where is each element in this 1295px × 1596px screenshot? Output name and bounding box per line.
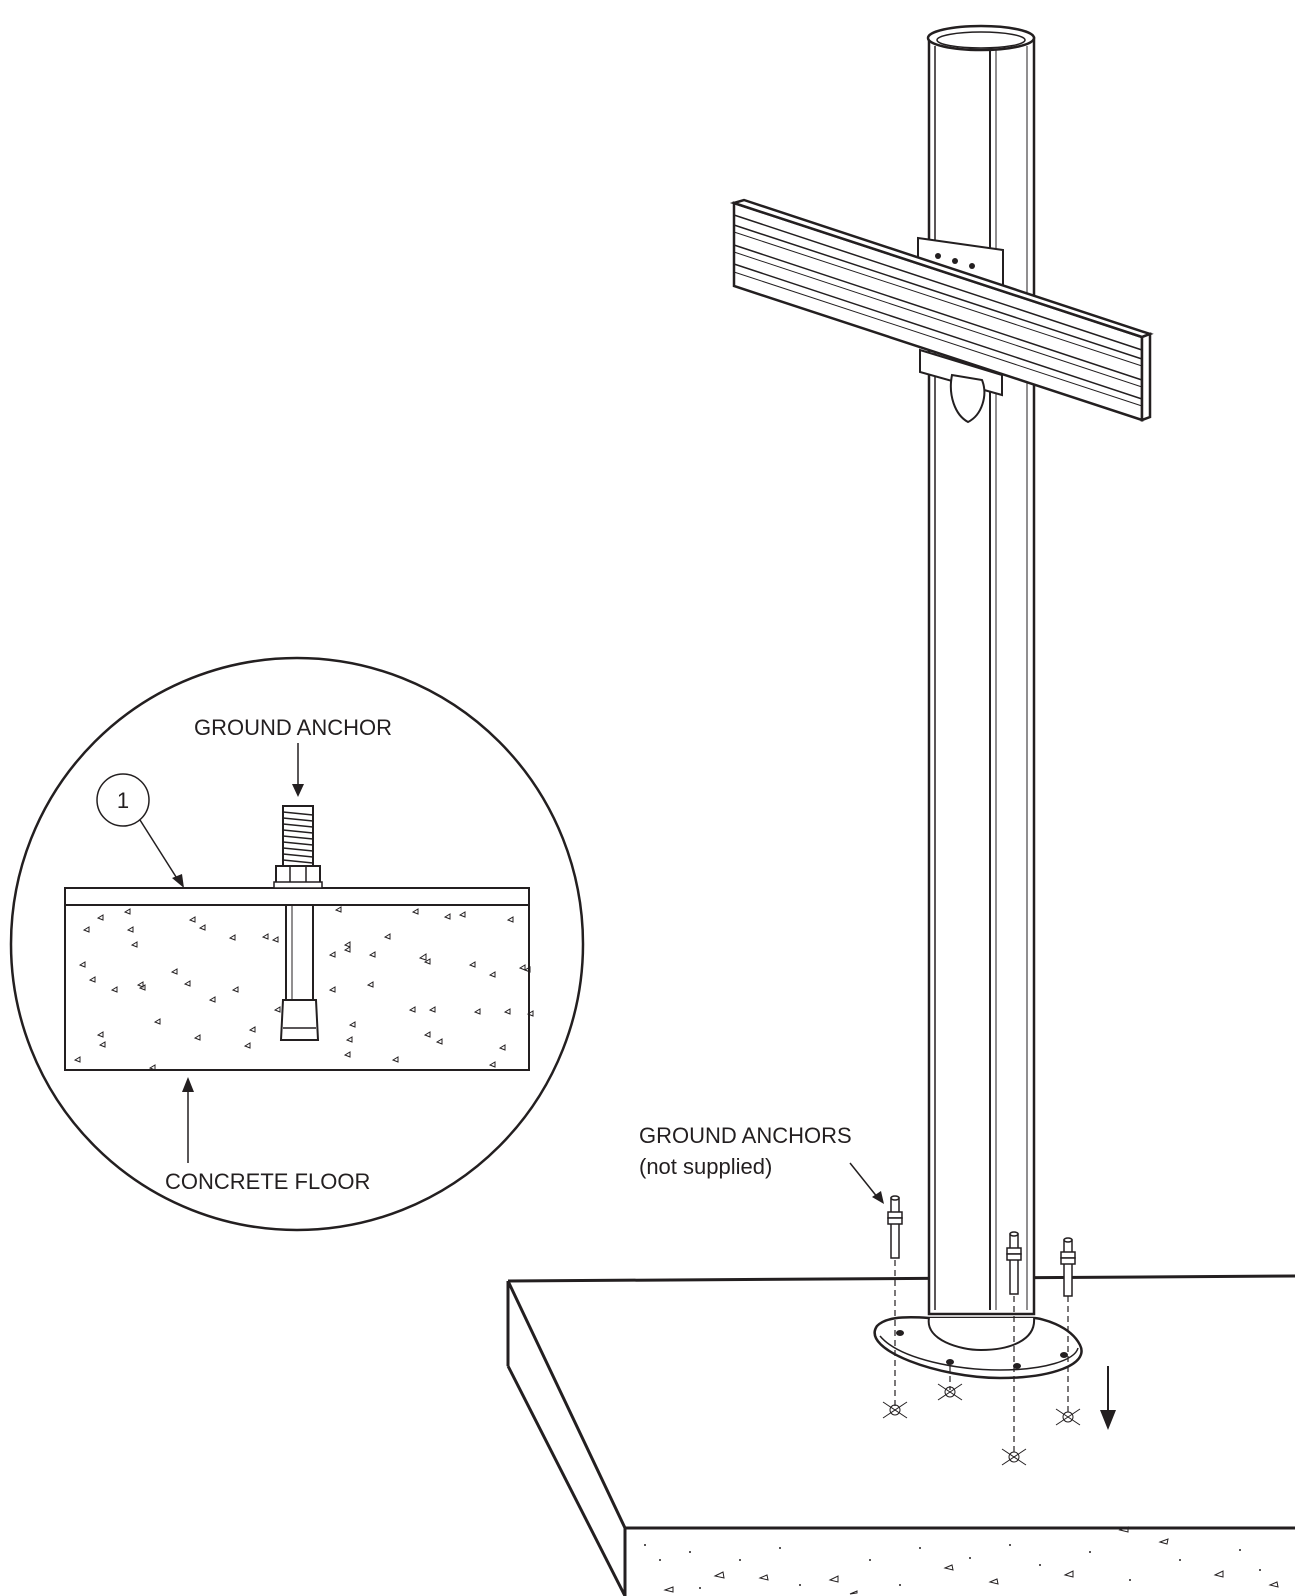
ground-anchors-label: GROUND ANCHORS [639, 1123, 852, 1148]
ground-anchor-arrow-icon [292, 743, 304, 797]
base-plate [873, 1316, 1083, 1380]
concrete-floor-label: CONCRETE FLOOR [165, 1169, 370, 1194]
anchor-hole-marker-icon [882, 1383, 1081, 1466]
callout-bubble: 1 [96, 773, 150, 827]
drill-guide-lines [894, 1260, 1069, 1455]
concrete-slab [506, 1274, 1295, 1596]
detail-view: GROUND ANCHOR 1 CONCRETE FLOOR [9, 656, 585, 1232]
detail-anchor-bolt [273, 805, 323, 1041]
leader-arrow-icon [849, 1162, 884, 1204]
anchor-bolt [1006, 1231, 1022, 1295]
upright-pole [926, 24, 1036, 1316]
callout-leader-arrow-icon [139, 819, 184, 888]
concrete-floor-arrow-icon [182, 1077, 194, 1163]
detail-base-plate [64, 887, 530, 906]
not-supplied-label: (not supplied) [639, 1154, 772, 1179]
slab-aggregate [663, 1526, 1279, 1595]
callout-number: 1 [117, 788, 129, 813]
down-arrow-icon [1100, 1366, 1116, 1430]
anchor-bolts [887, 1195, 1076, 1297]
ground-anchor-label: GROUND ANCHOR [194, 715, 392, 740]
detail-aggregate [73, 906, 534, 1071]
anchor-bolt [1060, 1237, 1076, 1297]
mounting-rail [729, 198, 1154, 424]
anchor-bolt [887, 1195, 903, 1259]
